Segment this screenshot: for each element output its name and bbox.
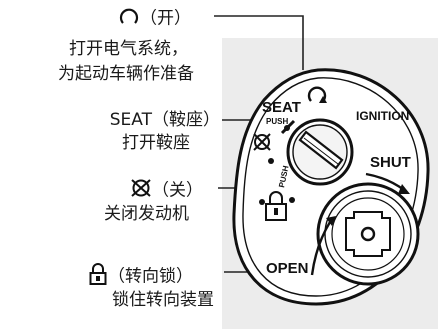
label-seat-mode: SEAT（鞍座） — [109, 110, 220, 130]
label-on-mode: （开） — [118, 6, 191, 31]
label-off-mode: （关） — [130, 178, 203, 203]
label-lock-mode: （转向锁） — [88, 262, 193, 291]
switch-text-seat: SEAT — [262, 99, 301, 116]
label-on-desc-line1: 打开电气系统， — [69, 39, 188, 59]
key-cylinder — [286, 118, 354, 186]
label-off-desc: 关闭发动机 — [104, 204, 189, 224]
label-lock-desc: 锁住转向装置 — [112, 290, 214, 310]
lock-position-icon — [88, 262, 108, 291]
on-position-icon — [118, 6, 140, 31]
switch-text-ignition: IGNITION — [356, 109, 409, 123]
label-on-mode-text: （开） — [140, 8, 191, 29]
off-position-marker-icon — [253, 125, 290, 164]
seat-lock-cylinder — [316, 182, 420, 286]
label-lock-mode-text: （转向锁） — [108, 266, 193, 287]
switch-text-push-top: PUSH — [266, 117, 288, 126]
open-arrow-icon — [310, 221, 332, 276]
label-off-mode-text: （关） — [152, 180, 203, 201]
label-on-desc-line2: 为起动车辆作准备 — [58, 64, 194, 84]
label-seat-desc: 打开鞍座 — [122, 133, 190, 153]
switch-text-open: OPEN — [266, 260, 309, 277]
off-position-icon — [130, 178, 152, 203]
lock-position-marker-icon — [259, 191, 295, 221]
switch-text-shut: SHUT — [370, 154, 411, 171]
on-position-marker-icon — [307, 86, 327, 103]
leader-line-on — [214, 15, 304, 70]
